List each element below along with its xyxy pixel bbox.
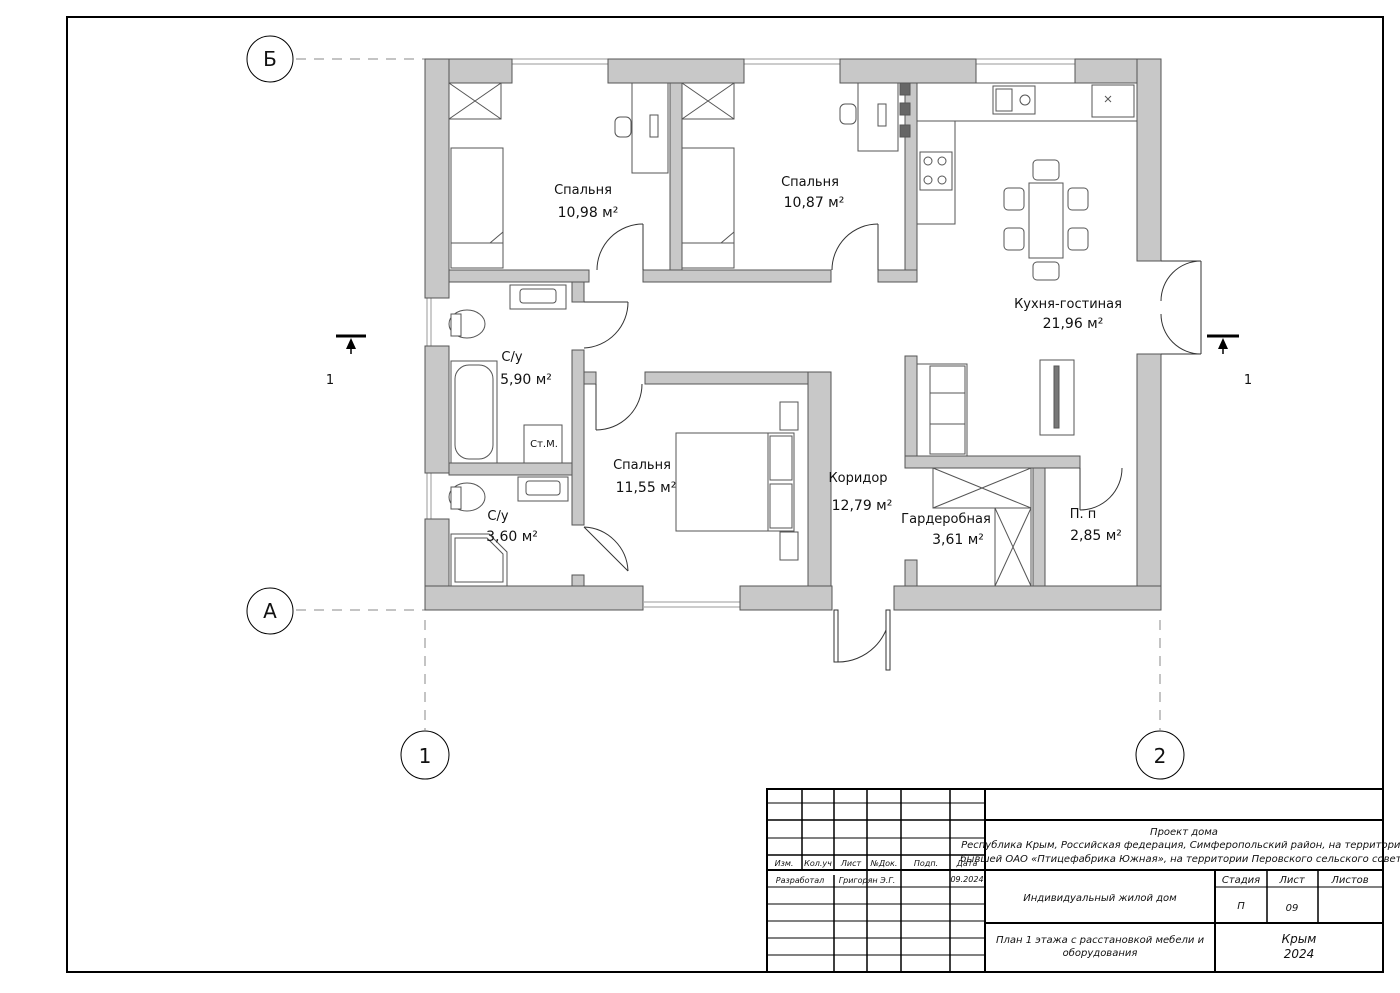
- walls: [424, 58, 1162, 611]
- tb-project-line-1: Проект дома: [1150, 827, 1218, 838]
- axis-lines: [296, 58, 1161, 730]
- tb-year: 2024: [1284, 947, 1315, 961]
- room-name-bedroom-1: Спальня: [554, 183, 612, 198]
- tb-project-line-2: Республика Крым, Российская федерация, С…: [961, 839, 1400, 851]
- room-name-bedroom-2: Спальня: [781, 175, 839, 190]
- tb-object-name: Индивидуальный жилой дом: [1023, 893, 1177, 904]
- tb-sheets-label: Листов: [1330, 875, 1368, 886]
- tb-developed-label: Разработал: [776, 876, 824, 885]
- tb-stage: П: [1237, 901, 1245, 912]
- axis-label-right: 2: [1154, 744, 1167, 768]
- room-area-corridor: 12,79 м²: [832, 498, 893, 514]
- room-name-bedroom-3: Спальня: [613, 458, 671, 473]
- room-area-pantry: 2,85 м²: [1070, 528, 1122, 544]
- room-name-pantry: П. п: [1070, 507, 1097, 522]
- tb-place: Крым: [1282, 932, 1317, 946]
- tb-developer: Григорян Э.Г.: [839, 876, 896, 885]
- room-name-bathroom-1: С/у: [501, 350, 522, 365]
- tb-col-izm: Изм.: [775, 859, 794, 868]
- axis-label-top: Б: [263, 47, 277, 71]
- room-labels: Спальня 10,98 м² Спальня 10,87 м² Кухня-…: [486, 175, 1122, 548]
- tb-col-koluch: Кол.уч: [804, 859, 832, 868]
- section-label-left: 1: [326, 373, 334, 388]
- axis-bubble-bottom: А: [246, 587, 294, 635]
- washer-label: Ст.М.: [530, 439, 558, 450]
- room-area-bedroom-1: 10,98 м²: [558, 205, 619, 221]
- room-area-bathroom-2: 3,60 м²: [486, 529, 538, 545]
- room-area-kitchen-living: 21,96 м²: [1043, 316, 1104, 332]
- windows: [426, 58, 1075, 608]
- tb-col-doc: №Док.: [870, 859, 898, 868]
- axis-label-bottom: А: [263, 599, 277, 623]
- tb-drawing-title-2: оборудования: [1063, 947, 1138, 959]
- tb-col-date: Дата: [956, 859, 978, 868]
- section-mark-left: 1: [326, 334, 366, 388]
- axis-label-left: 1: [419, 744, 432, 768]
- tb-col-list: Лист: [840, 859, 862, 868]
- tb-col-sign: Подп.: [914, 859, 938, 868]
- axis-bubble-right: 2: [1135, 730, 1185, 780]
- tb-stage-label: Стадия: [1222, 875, 1260, 886]
- room-area-bedroom-2: 10,87 м²: [784, 195, 845, 211]
- room-area-wardrobe: 3,61 м²: [932, 532, 984, 548]
- tb-sheet-label: Лист: [1278, 875, 1306, 886]
- section-label-right: 1: [1244, 373, 1252, 388]
- tb-date: 09.2024: [950, 875, 983, 884]
- tb-drawing-title-1: План 1 этажа с расстановкой мебели и: [996, 934, 1205, 946]
- sheet-frame: [66, 16, 1384, 973]
- title-block-text: Изм. Кол.уч Лист №Док. Подп. Дата Разраб…: [775, 827, 1400, 961]
- room-name-wardrobe: Гардеробная: [901, 512, 991, 527]
- tb-sheet: 09: [1286, 903, 1299, 914]
- room-name-kitchen-living: Кухня-гостиная: [1014, 297, 1122, 312]
- furniture: [448, 82, 1138, 587]
- axis-bubble-left: 1: [400, 730, 450, 780]
- room-name-corridor: Коридор: [828, 471, 887, 486]
- tb-project-line-3: бывшей ОАО «Птицефабрика Южная», на терр…: [960, 853, 1400, 865]
- room-area-bedroom-3: 11,55 м²: [616, 480, 677, 496]
- doors: [583, 223, 1202, 671]
- room-area-bathroom-1: 5,90 м²: [500, 372, 552, 388]
- room-name-bathroom-2: С/у: [487, 509, 508, 524]
- axis-bubble-top: Б: [246, 35, 294, 83]
- title-block: [766, 788, 1384, 973]
- section-mark-right: 1: [1207, 334, 1252, 388]
